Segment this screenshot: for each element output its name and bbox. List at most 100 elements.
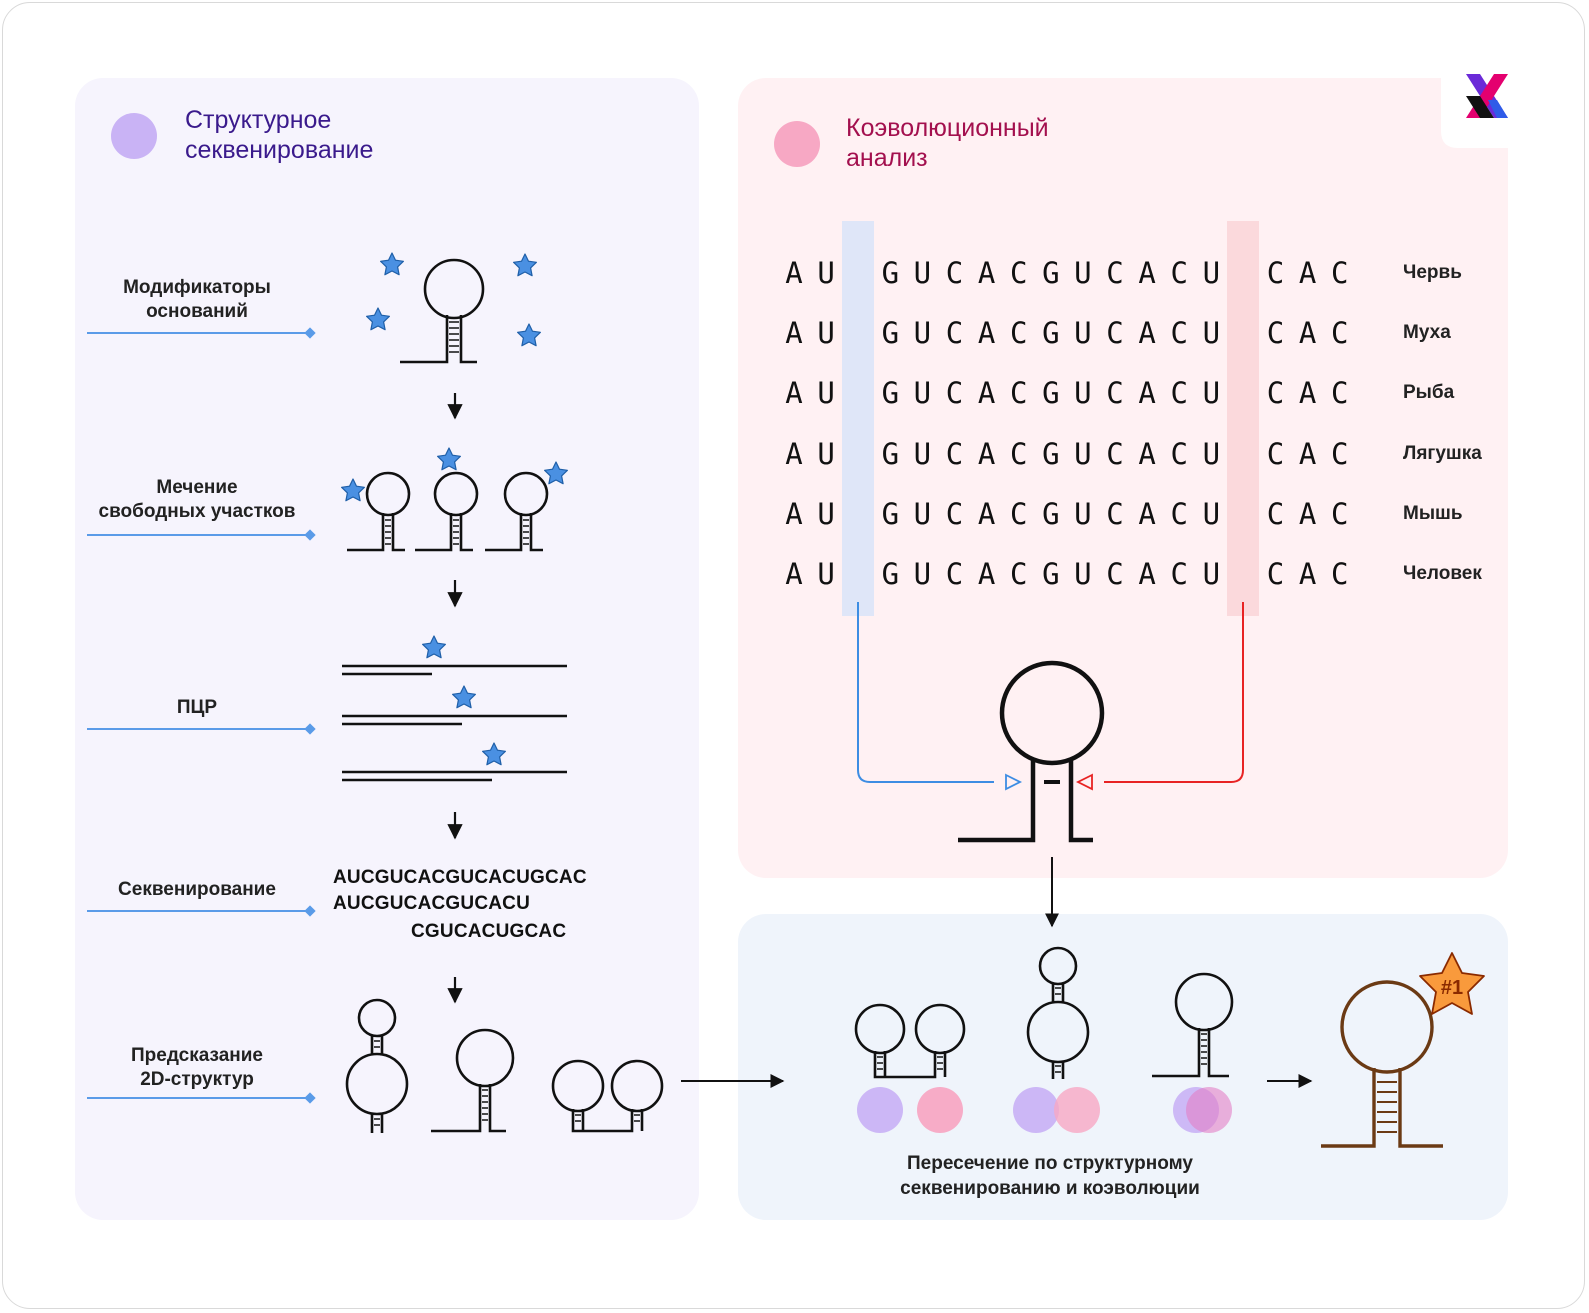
alignment-letter: U [1074,376,1092,411]
alignment-letter: C [1330,376,1349,411]
alignment-letter: A [1138,256,1156,290]
alignment-letter: A [1298,376,1317,411]
alignment-letter: C [1330,316,1349,351]
alignment-letter: G [1042,496,1060,531]
alignment-letter: U [913,256,932,290]
right-panel-title: Коэволюционный анализ [846,114,1049,172]
purple-dot-icon [111,113,157,159]
alignment-letter: A [785,557,803,591]
alignment-letter: A [977,557,996,591]
alignment-letter: G [1042,256,1060,290]
alignment-letter: A [1138,436,1156,471]
alignment-letter: A [785,436,803,471]
alignment-letter: U [817,316,835,351]
alignment-letter: C [945,376,964,411]
alignment-letter: C [1170,496,1188,531]
alignment-letter: U [1074,316,1092,351]
x-logo-icon [1441,74,1512,148]
red-triangle-icon [1075,773,1093,791]
alignment-letter: A [785,256,803,290]
alignment-letter: A [977,436,996,471]
alignment-letter: G [881,256,900,290]
blue-triangle-icon [1005,773,1023,791]
alignment-letter: C [1106,376,1124,411]
species-label: Человек [1403,563,1482,584]
alignment-letter: C [945,436,964,471]
step-label-base-modifiers: Модификаторы оснований [123,277,271,322]
alignment-letter: U [913,557,932,591]
alignment-letter: G [1042,557,1060,591]
alignment-letter: A [977,256,996,290]
alignment-letter: C [945,496,964,531]
alignment-letter: U [1202,256,1221,290]
alignment-letter: C [1009,496,1028,531]
alignment-letter: C [1330,557,1349,591]
left-panel-title: Структурное секвенирование [185,106,374,164]
alignment-letter: C [1266,376,1285,411]
alignment-letter: C [1009,316,1028,351]
alignment-letter: C [1009,436,1028,471]
alignment-letter: U [1202,316,1221,351]
alignment-letter: C [1170,316,1188,351]
alignment-letter: C [1330,496,1349,531]
alignment-letter: A [785,496,803,531]
species-label: Мышь [1403,502,1463,524]
alignment-letter: A [1298,436,1317,471]
alignment-letter: G [881,496,900,531]
alignment-letter: C [1106,256,1124,290]
alignment-letter: U [1202,496,1221,531]
alignment-letter: C [945,557,964,591]
alignment-letter: U [1074,256,1092,290]
alignment-letter: C [1009,557,1028,591]
alignment-letter: C [1266,496,1285,531]
alignment-letter: C [1170,557,1188,591]
sequence-read: AUCGUCACGUCACU [333,893,531,914]
species-label: Червь [1403,262,1462,283]
alignment-letter: C [1266,557,1285,591]
alignment-letter: A [1138,496,1156,531]
step-label-sequencing: Секвенирование [118,879,276,900]
alignment-letter: A [1298,557,1317,591]
alignment-letter: C [1330,436,1349,471]
alignment-letter: U [1202,557,1221,591]
highlight-column-red [1227,221,1259,616]
species-label: Лягушка [1403,442,1482,464]
alignment-letter: A [1138,376,1156,411]
alignment-letter: C [945,316,964,351]
alignment-letter: A [977,316,996,351]
alignment-letter: G [1042,436,1060,471]
alignment-letter: A [785,316,803,351]
alignment-letter: U [817,376,835,411]
alignment-letter: U [1202,436,1221,471]
alignment-letter: U [1074,557,1092,591]
predicted-structures-icon [345,998,664,1133]
pcr-star-icons [422,635,506,766]
pcr-strands-icon [342,664,567,782]
alignment-letter: U [913,496,932,531]
alignment-letter: C [1330,256,1349,290]
labeled-hairpins-icon [347,471,549,552]
candidate-structures-icon [854,946,1234,1079]
alignment-letter: A [1298,316,1317,351]
alignment-letter: C [1266,436,1285,471]
alignment-letter: C [1009,376,1028,411]
alignment-letter: C [1266,256,1285,290]
alignment-letter: G [1042,376,1060,411]
alignment-letter: U [913,436,932,471]
alignment-letter: U [913,316,932,351]
alignment-letter: A [1138,316,1156,351]
step-label-prediction: Предсказание 2D-структур [131,1045,263,1090]
alignment-letter: G [881,557,900,591]
rna-hairpin-icon [400,258,485,364]
alignment-letter: U [817,256,835,290]
step-label-pcr: ПЦР [176,697,218,718]
intersection-caption: Пересечение по структурному секвенирован… [900,1153,1200,1199]
alignment-letter: C [1266,316,1285,351]
alignment-letter: A [1298,256,1317,290]
alignment-letter: U [817,436,835,471]
alignment-letter: A [977,376,996,411]
alignment-letter: A [1298,496,1317,531]
sequence-read: AUCGUCACGUCACUGCAC [333,867,587,888]
coevolution-hairpin-icon [958,660,1105,843]
